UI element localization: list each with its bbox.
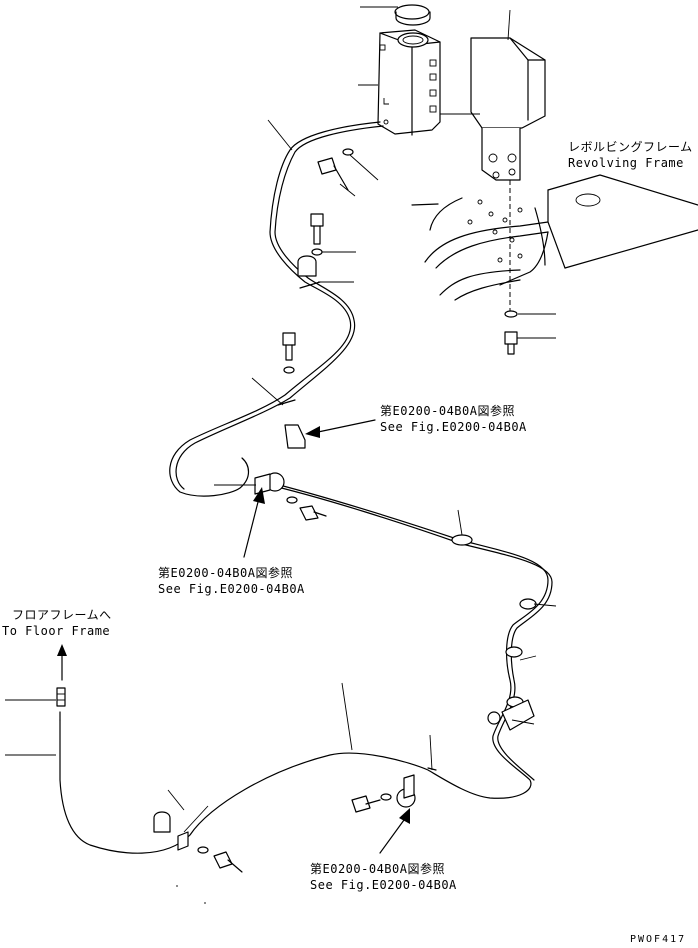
hose-clamp bbox=[254, 472, 285, 495]
reference-label-en: See Fig.E0200-04B0A bbox=[310, 878, 457, 892]
reference-label-en: See Fig.E0200-04B0A bbox=[158, 582, 305, 596]
reference-label-jp: 第E0200-04B0A図参照 bbox=[158, 566, 293, 580]
washer bbox=[311, 248, 323, 256]
bolt bbox=[504, 331, 518, 355]
floor-frame-label-en: To Floor Frame bbox=[2, 624, 111, 638]
revolving-frame-label-jp: レボルビングフレーム bbox=[568, 140, 693, 154]
hose-clamp bbox=[505, 598, 537, 708]
bolt bbox=[310, 213, 324, 245]
washer bbox=[504, 310, 518, 318]
bolt bbox=[299, 505, 327, 521]
hose-clamp bbox=[153, 811, 189, 851]
washer bbox=[286, 496, 298, 504]
revolving-frame bbox=[411, 174, 698, 301]
reference-arrow bbox=[379, 808, 410, 854]
hose-clamp bbox=[277, 399, 306, 449]
reference-arrow bbox=[305, 419, 376, 438]
reservoir-tank bbox=[377, 29, 441, 136]
bolt bbox=[351, 795, 381, 813]
reference-arrow bbox=[243, 487, 265, 558]
revolving-frame-label-en: Revolving Frame bbox=[568, 156, 684, 170]
drawing-id: PWOF417 bbox=[630, 934, 687, 945]
fitting bbox=[56, 687, 66, 707]
hose-clamp bbox=[451, 534, 473, 546]
hose-clamp bbox=[297, 255, 321, 289]
washer bbox=[380, 793, 392, 801]
bolt bbox=[317, 157, 349, 191]
hose-clamp bbox=[396, 767, 437, 808]
hose-clamp bbox=[487, 699, 535, 731]
leader-lines bbox=[5, 119, 557, 904]
bolt bbox=[213, 851, 243, 873]
reference-label-jp: 第E0200-04B0A図参照 bbox=[310, 862, 445, 876]
mounting-bracket bbox=[470, 37, 546, 181]
tank-cap bbox=[394, 4, 431, 26]
washer bbox=[197, 846, 209, 854]
bolt bbox=[282, 332, 296, 361]
reference-label-jp: 第E0200-04B0A図参照 bbox=[380, 404, 515, 418]
washer bbox=[283, 366, 295, 374]
floor-frame-arrow bbox=[57, 644, 67, 681]
floor-frame-label-jp: フロアフレームへ bbox=[12, 608, 112, 622]
hose-route bbox=[59, 121, 553, 854]
washer bbox=[342, 148, 354, 156]
reference-label-en: See Fig.E0200-04B0A bbox=[380, 420, 527, 434]
